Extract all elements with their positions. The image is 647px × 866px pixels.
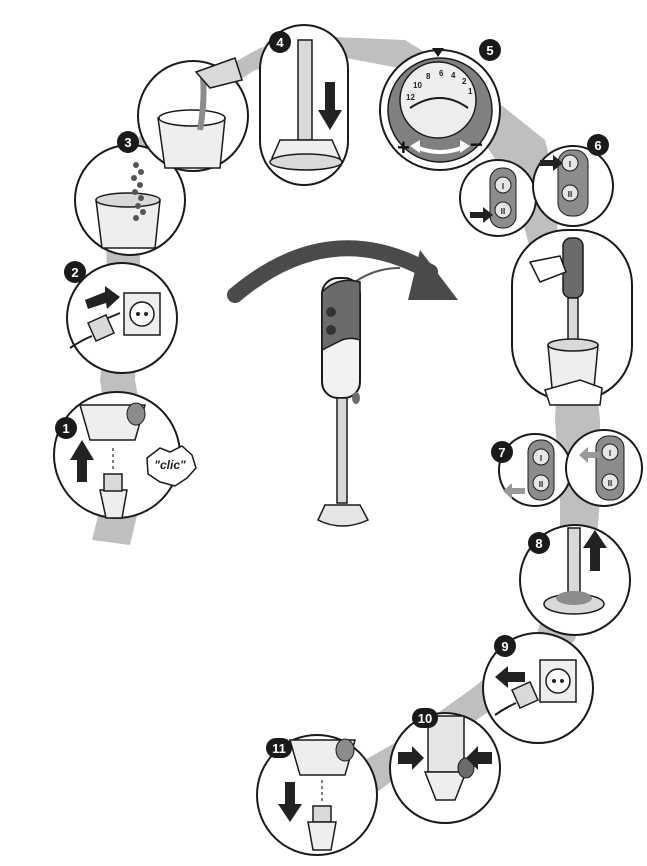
step-badge-1: 1	[55, 417, 77, 439]
dial-number-6: 6	[439, 69, 444, 78]
plug-icon-b	[494, 681, 539, 716]
clic-text: "clic"	[154, 458, 186, 472]
svg-text:2: 2	[71, 265, 78, 280]
step-badge-7: 7	[491, 441, 513, 463]
step-badge-11: 11	[266, 738, 292, 758]
button-marker-ii-b: II	[568, 190, 572, 199]
down-arrow-icon-b	[278, 782, 302, 822]
button-marker-ii-c: II	[539, 480, 543, 489]
step-9-panel	[482, 632, 594, 744]
squeeze-arrow-right-icon	[466, 746, 492, 770]
step-6-panel: I II I II	[459, 145, 614, 237]
step-badge-5: 5	[479, 39, 501, 61]
step-badge-6: 6	[587, 134, 609, 156]
squeeze-arrow-left-icon	[398, 746, 424, 770]
pouring-panel	[137, 57, 249, 172]
blending-panel	[511, 229, 633, 406]
ingredients-icon	[131, 162, 146, 221]
dial-number-10: 10	[413, 81, 422, 90]
svg-text:5: 5	[486, 43, 493, 58]
step-badge-3: 3	[117, 131, 139, 153]
button-marker-ii-d: II	[608, 479, 612, 488]
step-badge-8: 8	[528, 532, 550, 554]
right-arrow-icon	[85, 286, 120, 309]
step-10-panel	[389, 712, 501, 824]
button-marker-i-c: I	[540, 454, 542, 463]
dial-plus-sign: +	[397, 135, 410, 160]
svg-text:11: 11	[272, 741, 286, 756]
wall-outlet-icon	[123, 292, 161, 336]
step-3-panel	[74, 144, 186, 256]
svg-text:9: 9	[501, 639, 508, 654]
speed-dial-numbers: 12 10 8 6 4 2 1	[406, 69, 473, 102]
clic-callout: "clic"	[146, 445, 197, 487]
up-arrow-icon-b	[583, 530, 607, 571]
plug-icon	[69, 312, 121, 349]
step-7-panel: I II I II	[498, 429, 643, 507]
step-badge-4: 4	[269, 31, 291, 53]
dial-number-4: 4	[451, 71, 456, 80]
wall-outlet-icon-b	[539, 659, 577, 703]
button-marker-i-b: I	[569, 160, 571, 169]
step-badge-2: 2	[64, 261, 86, 283]
hand-blender-illustration	[317, 267, 401, 527]
step-badge-10: 10	[412, 708, 438, 728]
button-marker-i: I	[502, 182, 504, 191]
step-5-panel: 12 10 8 6 4 2 1 + −	[379, 48, 501, 171]
button-marker-ii: II	[501, 207, 505, 216]
step-4-panel	[259, 24, 349, 186]
svg-text:7: 7	[498, 445, 505, 460]
press-arrow-icon	[470, 207, 493, 223]
down-arrow-icon	[318, 82, 342, 130]
release-arrow-icon	[503, 483, 525, 499]
dial-number-1: 1	[468, 87, 473, 96]
svg-text:4: 4	[276, 35, 284, 50]
left-arrow-icon	[495, 666, 525, 688]
step-badge-9: 9	[494, 635, 516, 657]
release-arrow-icon-b	[579, 447, 600, 463]
step-11-panel	[256, 734, 378, 856]
rotation-arrow	[227, 240, 458, 303]
svg-text:8: 8	[535, 536, 542, 551]
step-badges: 1 2 3 4 5 6 7 8 9 10 11	[55, 31, 609, 758]
dial-number-2: 2	[462, 77, 467, 86]
button-marker-i-d: I	[609, 449, 611, 458]
double-arrow-icon	[410, 140, 470, 154]
dial-minus-sign: −	[470, 132, 483, 157]
svg-text:1: 1	[62, 421, 69, 436]
dial-number-8: 8	[426, 72, 431, 81]
step-2-panel	[66, 262, 178, 374]
svg-text:6: 6	[594, 138, 601, 153]
up-arrow-icon	[70, 440, 94, 482]
dial-number-12: 12	[406, 93, 415, 102]
step-1-panel: "clic"	[53, 391, 197, 519]
step-8-panel	[519, 524, 631, 636]
svg-text:10: 10	[418, 711, 432, 726]
svg-text:3: 3	[124, 135, 131, 150]
press-arrow-icon-b	[540, 155, 563, 171]
dial-pointer-icon	[432, 48, 444, 57]
